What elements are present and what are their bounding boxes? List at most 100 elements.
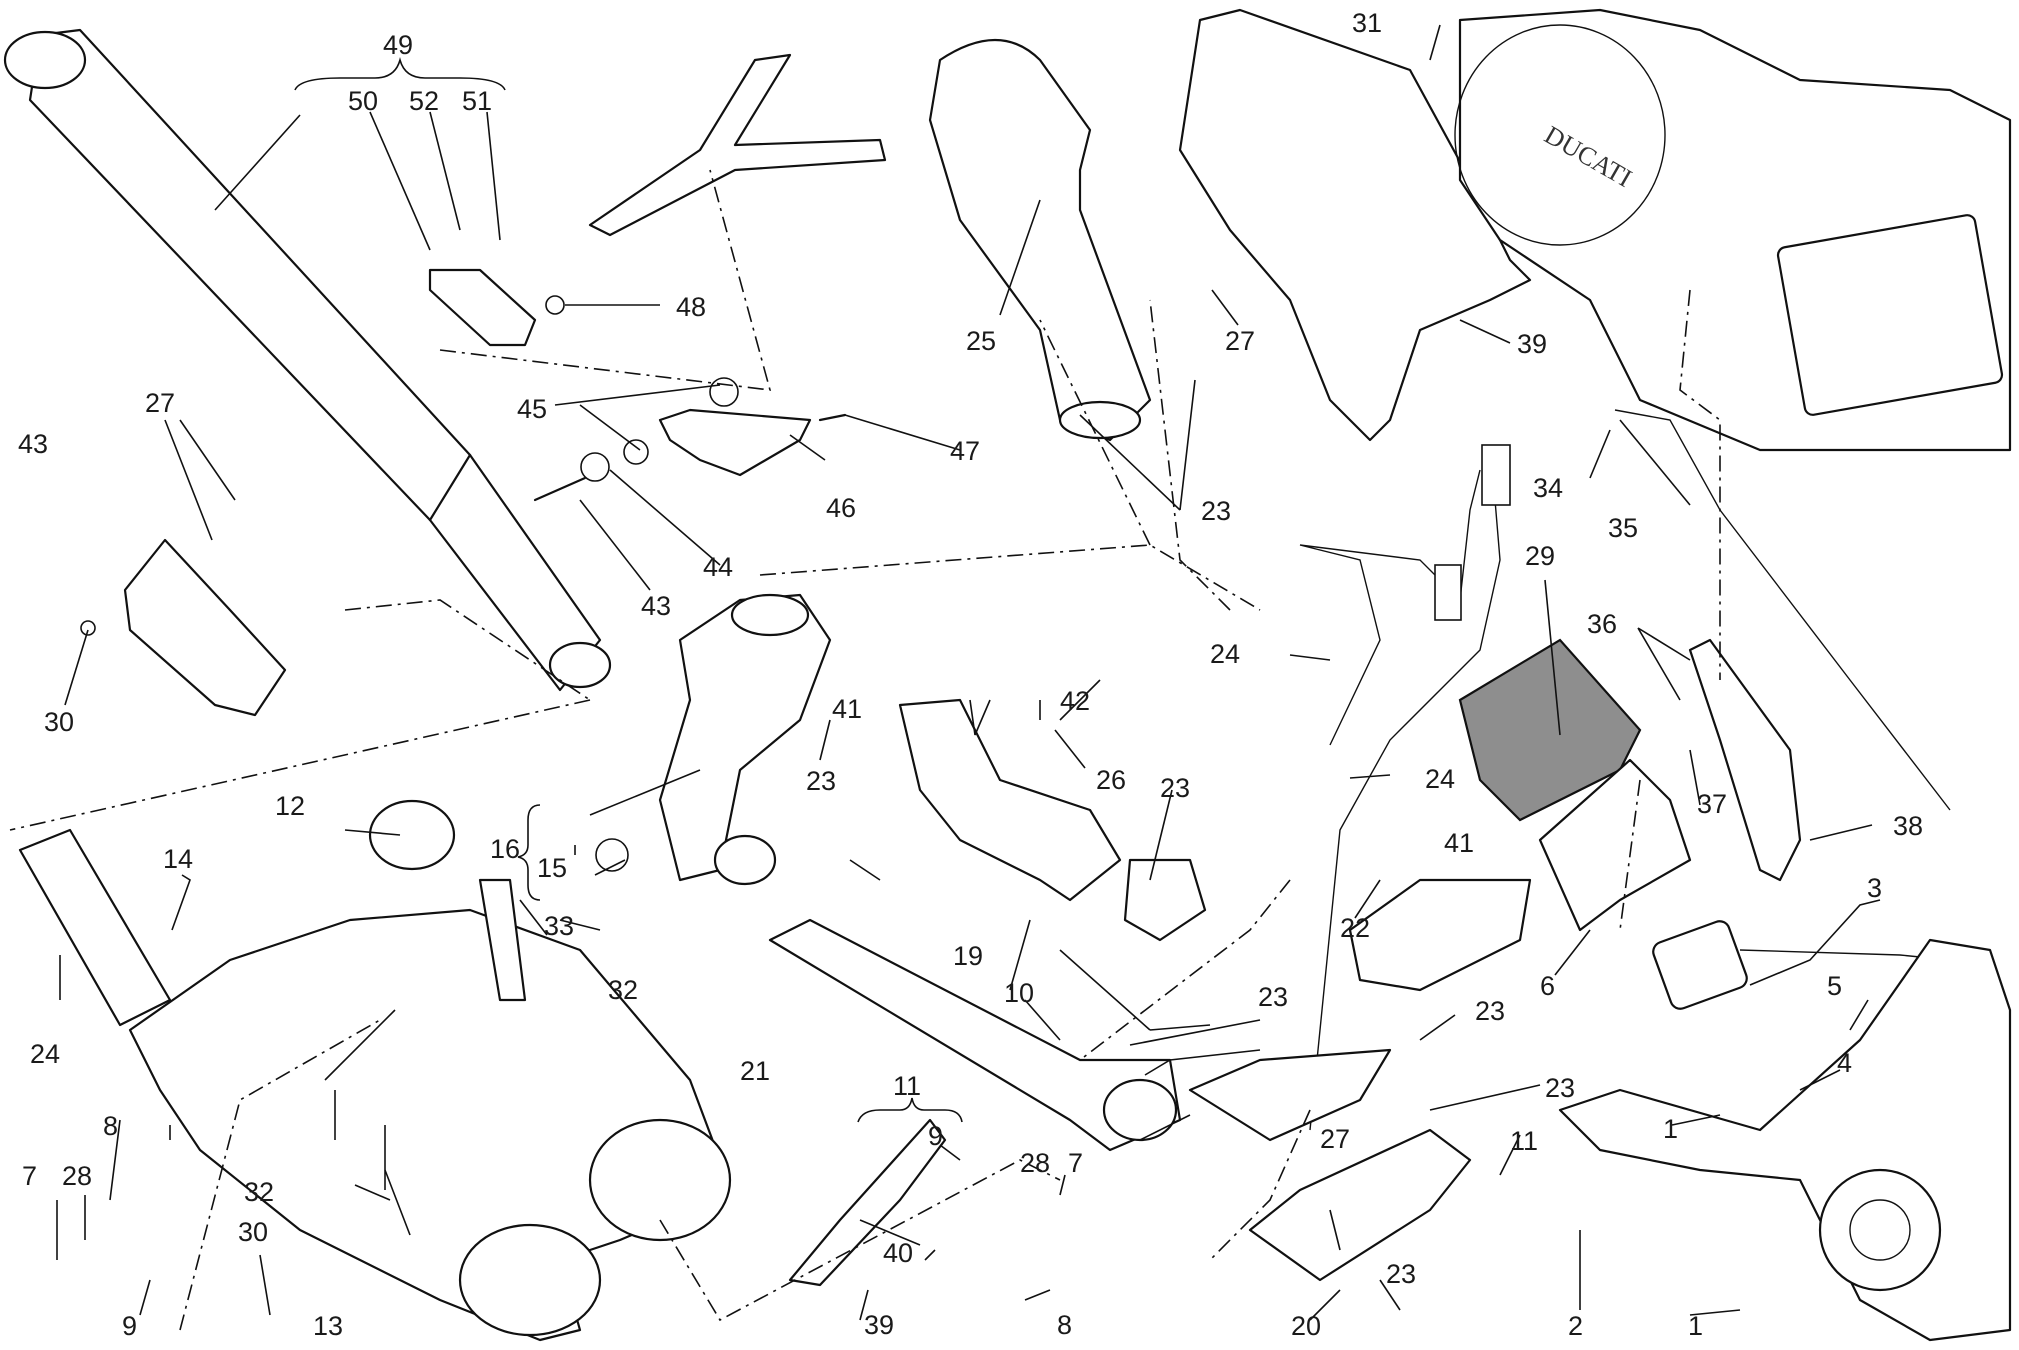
callout-33: 33: [544, 911, 574, 941]
callout-43-left: 41: [832, 694, 862, 724]
callout-11-mid: 10: [1004, 978, 1034, 1008]
callout-32-left: 32: [244, 1177, 274, 1207]
collector-pipe: [658, 593, 832, 886]
callout-42: 41: [1444, 828, 1474, 858]
bracket-assembly-10: [788, 1118, 947, 1287]
callout-34: 34: [1533, 473, 1563, 503]
callout-53: 51: [462, 86, 492, 116]
callout-23-mid: 23: [1258, 982, 1288, 1012]
callout-16: 16: [490, 834, 520, 864]
callout-54: 52: [409, 86, 439, 116]
header-pipe-rear: [928, 39, 1152, 442]
bracket-51: [294, 57, 506, 91]
screw-30-left: [80, 620, 96, 636]
callout-15: 15: [537, 853, 567, 883]
callout-9-right: 9: [928, 1121, 943, 1151]
callout-24-upper: 24: [1210, 639, 1240, 669]
callout-23-left: 24: [30, 1039, 60, 1069]
callout-21-lower: 23: [1545, 1073, 1575, 1103]
callout-8-left: 8: [103, 1111, 118, 1141]
silencer-assembly: [128, 908, 732, 1342]
callout-50: 48: [676, 292, 706, 322]
callout-11-right: 11: [1510, 1126, 1538, 1156]
callout-2: 2: [1568, 1311, 1583, 1341]
bolt-49: [818, 413, 847, 422]
rear-frame-assembly: [1558, 938, 2012, 1342]
callout-30-top: 31: [1352, 8, 1382, 38]
callout-7-right: 7: [1068, 1148, 1083, 1178]
sensor-connector-upper: [1434, 564, 1462, 621]
washer-47b: [623, 439, 649, 465]
callout-30-left: 30: [44, 707, 74, 737]
assembly-guide-lines: [9, 169, 1721, 1331]
callout-47: 45: [517, 394, 547, 424]
intermediate-pipe: [898, 698, 1122, 902]
shield-22: [1188, 1048, 1392, 1142]
callout-10: 11: [893, 1071, 921, 1101]
muffler-bracket: [428, 268, 537, 347]
connecting-pipe: [768, 918, 1182, 1152]
hanger-arm: [1688, 638, 1802, 882]
callout-14: 14: [163, 844, 193, 874]
heat-shield-rear: [1178, 8, 1532, 442]
callout-27-mid: 27: [1225, 326, 1255, 356]
callout-1-lower: 1: [1688, 1311, 1703, 1341]
flange-gasket-21a: [1123, 858, 1207, 942]
gasket-12: [368, 799, 456, 871]
callout-labels: 49 50 52 51 48 45 46 47 44 43 27 43 30 2…: [18, 8, 1923, 1341]
brace-16: [517, 804, 541, 901]
callout-40: 39: [864, 1310, 894, 1340]
callout-23-left-mid: 23: [806, 766, 836, 796]
callout-48: 46: [826, 493, 856, 523]
callout-39: 39: [1517, 329, 1547, 359]
callout-17: 21: [740, 1056, 770, 1086]
leader-lines: [56, 24, 1881, 1321]
callout-6: 6: [1540, 971, 1555, 1001]
callout-51: 49: [383, 30, 413, 60]
callout-1-upper: 1: [1663, 1114, 1678, 1144]
callout-3: 3: [1867, 873, 1882, 903]
callout-22: 23: [1475, 996, 1505, 1026]
engine-block: [1454, 8, 2012, 452]
lambda-sensor-cable-lower: [1309, 499, 1501, 1131]
callout-19: 22: [1340, 913, 1370, 943]
callout-32-mid: 32: [608, 975, 638, 1005]
callout-35: 35: [1608, 513, 1638, 543]
callout-49: 47: [950, 436, 980, 466]
callout-28-left: 28: [62, 1161, 92, 1191]
sensor-connector-lower: [1481, 444, 1511, 506]
muffler-hanger-bracket: [658, 408, 812, 477]
callout-7-left: 7: [22, 1161, 37, 1191]
callout-26: 26: [1096, 765, 1126, 795]
callout-38: 38: [1893, 811, 1923, 841]
callout-45: 43: [641, 591, 671, 621]
callout-28-right: 28: [1020, 1148, 1050, 1178]
callout-9-left: 9: [122, 1311, 137, 1341]
bolt-45: [533, 476, 587, 502]
callout-31: 30: [238, 1217, 268, 1247]
nut-50: [545, 295, 565, 315]
subframe-bracket: [588, 53, 887, 237]
exhaust-valve-actuator: [1652, 920, 1748, 1010]
callout-46: 44: [703, 552, 733, 582]
callout-52: 50: [348, 86, 378, 116]
callout-18-lower: 20: [1291, 1311, 1321, 1341]
lower-pipe-20: [1248, 1128, 1472, 1282]
callout-25: 25: [966, 326, 996, 356]
heat-shield-small: [123, 538, 287, 717]
lambda-sensor-cable-upper: [1299, 469, 1481, 746]
bracket-10: [857, 1097, 963, 1123]
callout-12: 12: [275, 791, 305, 821]
callout-27-left: 27: [145, 388, 175, 418]
callout-41: 40: [883, 1238, 913, 1268]
bracket-33: [478, 878, 527, 1002]
callout-4: 4: [1837, 1048, 1852, 1078]
callout-43-right: 42: [1060, 686, 1090, 716]
callout-18-upper: 19: [953, 941, 983, 971]
callout-37: 37: [1697, 789, 1727, 819]
washer-47a: [709, 377, 739, 407]
shield-42: [1348, 878, 1532, 992]
callout-8-right: 8: [1057, 1310, 1072, 1340]
callout-24-lower: 24: [1425, 764, 1455, 794]
